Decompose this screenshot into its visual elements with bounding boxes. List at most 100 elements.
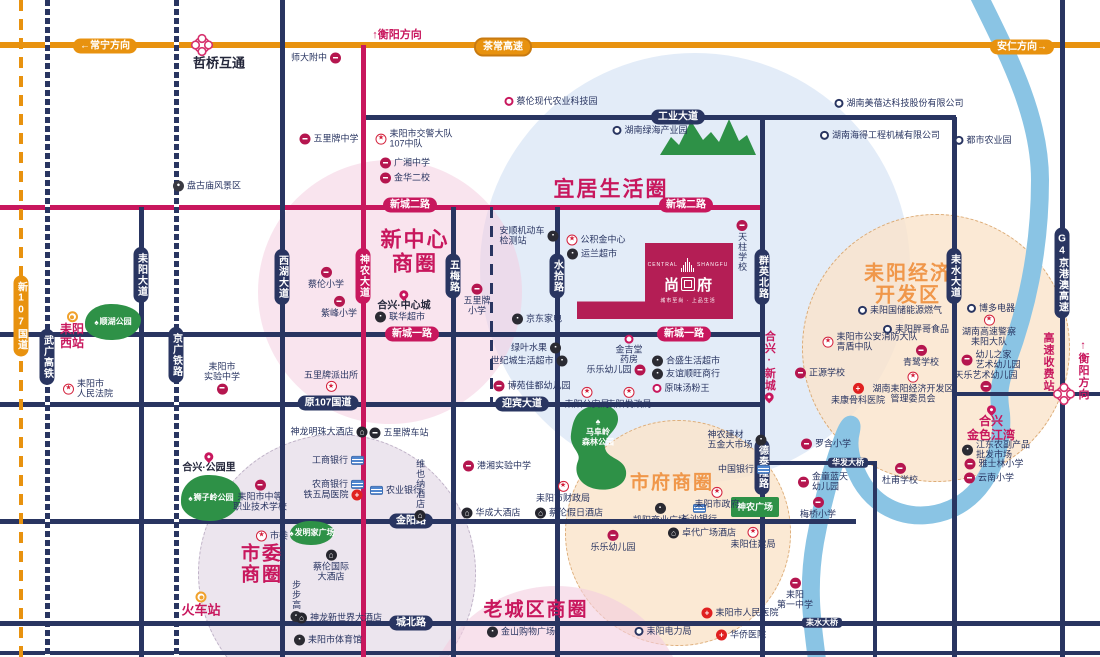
- poi-label: 湖南美蓓达科技股份有限公司: [846, 97, 964, 108]
- road-yuan107-yingbin-avenue: [0, 401, 764, 407]
- poi-label: 湖南海得工程机械有限公司: [831, 129, 941, 140]
- pin-icon: [202, 450, 216, 464]
- zheqiao-interchange-icon: [189, 32, 215, 58]
- road-planned-road: [489, 207, 493, 404]
- poi-54-hotel-icon: ⌂神龙新世界大酒店: [295, 612, 383, 624]
- scenic-icon: ●: [172, 180, 184, 192]
- star-icon: ★: [375, 133, 387, 145]
- shop-icon: ▪: [651, 368, 663, 380]
- poi-56-shop-icon: ▪金山购物广场: [486, 626, 555, 638]
- poi-label: 天柱学校: [737, 232, 748, 272]
- train-icon: [66, 311, 78, 323]
- poi-label: 耒阳市交警大队 107中队: [389, 128, 453, 149]
- school-icon: ▬: [493, 380, 505, 392]
- poi-29-school-icon: 乐乐幼儿园▬: [586, 364, 646, 376]
- road-badge-badge-huafa-bridge: 华发大桥: [828, 457, 868, 469]
- poi-57-ring-navy-icon: 耒阳电力局: [634, 626, 692, 636]
- poi-12-star-icon: ★公积金中心: [566, 234, 626, 246]
- hotel-icon: ⌂: [356, 426, 368, 438]
- poi-label: 金华二校: [393, 172, 431, 183]
- poi-label: 神龙新世界大酒店: [309, 612, 383, 623]
- poi-61-school-icon: ▬金童蓝天 幼儿园: [797, 472, 848, 493]
- poi-3-star-icon: ★耒阳市交警大队 107中队: [375, 128, 453, 150]
- hospital-icon: +: [715, 629, 727, 641]
- ring-navy-icon: [954, 135, 964, 145]
- ring-navy-icon: [857, 305, 867, 315]
- road-leiyang-avenue: [138, 207, 144, 657]
- poi-79-star-icon: ★湖南高速警察 耒阳大队: [962, 314, 1016, 348]
- poi-25-school-icon: 耒阳市 实验中学▬: [204, 362, 240, 395]
- poi-label: 安顺机动车 检测站: [499, 225, 545, 246]
- poi-label: 京东家电: [525, 313, 563, 324]
- school-icon: ▬: [254, 479, 266, 491]
- logo-brand-right: SHANGFU: [696, 261, 729, 268]
- poi-10-ring-navy-icon: 都市农业园: [954, 135, 1012, 145]
- shop-icon: ▪: [547, 230, 559, 242]
- poi-75-school-icon: ▬青鹭学校: [902, 344, 940, 367]
- ring-navy-icon: [966, 303, 976, 313]
- train-icon: [195, 591, 207, 603]
- poi-label: 运兰超市: [580, 248, 618, 259]
- poi-label: 博多电器: [978, 302, 1016, 313]
- poi-55-shop-icon: ▪耒阳市体育馆: [293, 634, 362, 646]
- ring-navy-icon: [612, 125, 622, 135]
- poi-43-bank-icon: 工商银行: [312, 455, 365, 465]
- poi-label: 杜甫学校: [881, 474, 919, 485]
- poi-label: 青鹭学校: [902, 356, 940, 367]
- shop-icon: ▪: [293, 634, 305, 646]
- poi-label: 原味汤粉王: [664, 382, 710, 393]
- poi-7-ring-navy-icon: 湖南绿海产业园: [612, 125, 688, 135]
- poi-47-hotel-icon: 维也纳酒店⌂: [414, 459, 426, 521]
- district-label-leiyang-economic-zone: 耒阳经济 开发区: [864, 262, 952, 307]
- poi-32-ring-crimson-icon: 原味汤粉王: [652, 382, 710, 393]
- label-hengyang-direction-top: ↑衡阳方向: [372, 29, 422, 41]
- poi-label: 农业银行: [385, 484, 423, 495]
- road-south-edge-road: [0, 651, 1100, 655]
- poi-39-hotel-icon: ⌂华成大酒店: [461, 507, 521, 519]
- poi-label: 合兴·公园里: [182, 462, 236, 474]
- poi-45-hospital-icon: 铁五局医院+: [303, 489, 363, 501]
- poi-label: 雅士林小学: [978, 458, 1024, 469]
- star-icon: ★: [623, 386, 635, 398]
- road-badge-badge-wumei-road: 五梅路: [445, 253, 461, 299]
- road-badge-badge-xin107-national: 新107国道: [13, 275, 29, 357]
- tree-icon: ♠: [188, 493, 193, 503]
- bank-icon: [692, 503, 706, 513]
- poi-label: 五里牌中学: [313, 133, 359, 144]
- poi-15-school-icon: ▬蔡伦小学: [308, 266, 344, 289]
- poi-19-school-icon: ▬五里牌 小学: [463, 283, 491, 317]
- road-qunying-detailong-road: [759, 117, 765, 657]
- poi-38-star-icon: ★耒阳市财政局: [536, 480, 590, 503]
- road-shuishi-road: [554, 207, 560, 657]
- star-icon: ★: [907, 371, 919, 383]
- district-label-new-center-business: 新中心 商圈: [380, 228, 450, 275]
- road-badge-badge-xincheng1-east: 新城一路: [657, 326, 711, 342]
- road-xincheng-1st-road: [0, 331, 764, 337]
- poi-label: 绿叶水果: [510, 342, 548, 353]
- road-badge-badge-xihu-avenue: 西湖大道: [274, 249, 290, 305]
- road-badge-badge-chachang-expressway: 茶常高速: [474, 37, 532, 57]
- mountain-range-icon: [660, 119, 756, 155]
- poi-63-school-icon: ▬耒阳 第一中学: [777, 577, 813, 611]
- star-icon: ★: [566, 234, 578, 246]
- school-icon: ▬: [320, 266, 332, 278]
- ring-navy-icon: [819, 130, 829, 140]
- poi-86-school-icon: ▬杜甫学校: [881, 462, 919, 485]
- poi-label: 正源学校: [808, 367, 846, 378]
- poi-9-ring-navy-icon: 湖南海得工程机械有限公司: [819, 129, 941, 140]
- park-label-text: 马阜岭 森林公园: [582, 427, 614, 447]
- road-bridge-east-road: [873, 463, 877, 657]
- star-icon: ★: [325, 381, 337, 393]
- park-shennong-square: 神农广场: [731, 497, 779, 517]
- hotel-icon: ⌂: [414, 510, 426, 521]
- poi-label: 中国银行: [717, 463, 755, 474]
- poi-20-shop-icon: ▪京东家电: [511, 313, 563, 325]
- poi-44-bank-icon: 农商银行: [312, 479, 365, 489]
- star-icon: ★: [983, 314, 995, 326]
- road-g4-expressway: [1059, 0, 1065, 657]
- poi-21-shop-icon: 绿叶水果▪: [510, 342, 562, 354]
- poi-84-school-icon: ▬雅士林小学: [964, 458, 1024, 470]
- bank-icon: [351, 479, 365, 489]
- road-badge-badge-wuguang-hsr: 武广高铁: [39, 329, 55, 385]
- g4-toll-interchange-icon: [1051, 381, 1077, 407]
